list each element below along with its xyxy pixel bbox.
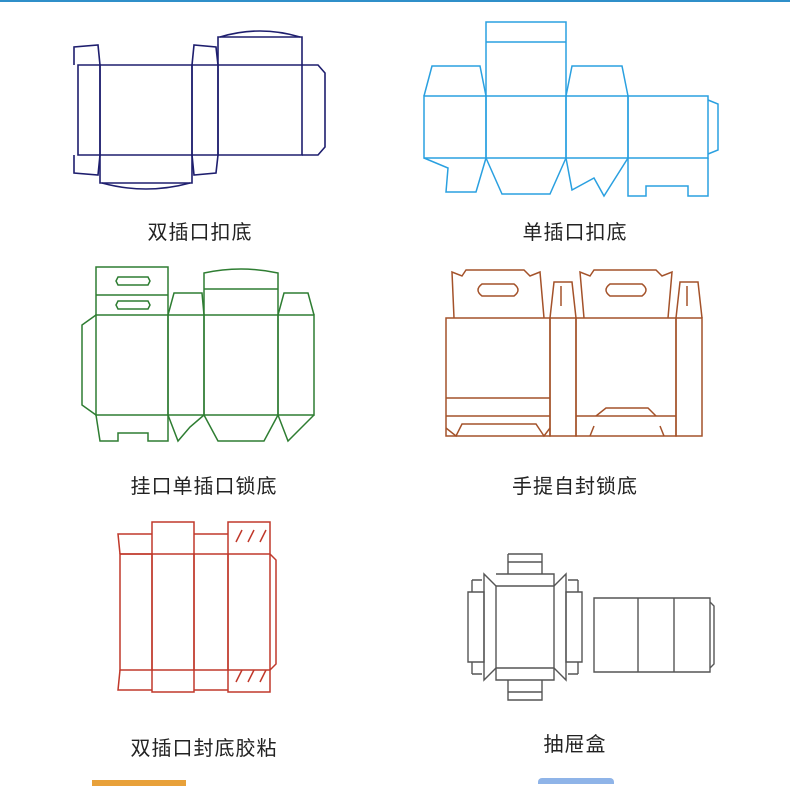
box-template-6 (467, 553, 715, 701)
box-template-2 (423, 21, 719, 198)
caption-item-3: 挂口单插口锁底 (130, 474, 278, 498)
diagram-double-tuck-snap-bottom (70, 25, 330, 195)
caption-item-2: 单插口扣底 (522, 220, 628, 244)
next-row-peek-left (92, 780, 186, 786)
diagram-double-tuck-glued-bottom (116, 520, 282, 694)
diagram-hang-tab-single-tuck-lock-bottom (78, 265, 324, 445)
diagram-single-tuck-snap-bottom (418, 20, 728, 202)
caption-item-6: 抽屉盒 (543, 732, 607, 756)
box-template-4 (445, 269, 703, 438)
caption-item-1: 双插口扣底 (147, 220, 253, 244)
box-template-3 (81, 266, 315, 443)
diagram-drawer-box (462, 552, 718, 708)
caption-item-5: 双插口封底胶粘 (130, 736, 278, 760)
box-template-1 (73, 30, 326, 190)
box-template-5 (117, 521, 277, 693)
top-rule (0, 0, 790, 2)
caption-item-4: 手提自封锁底 (512, 474, 638, 498)
diagram-handle-self-lock-bottom (440, 266, 706, 444)
next-row-peek-right (538, 778, 614, 784)
